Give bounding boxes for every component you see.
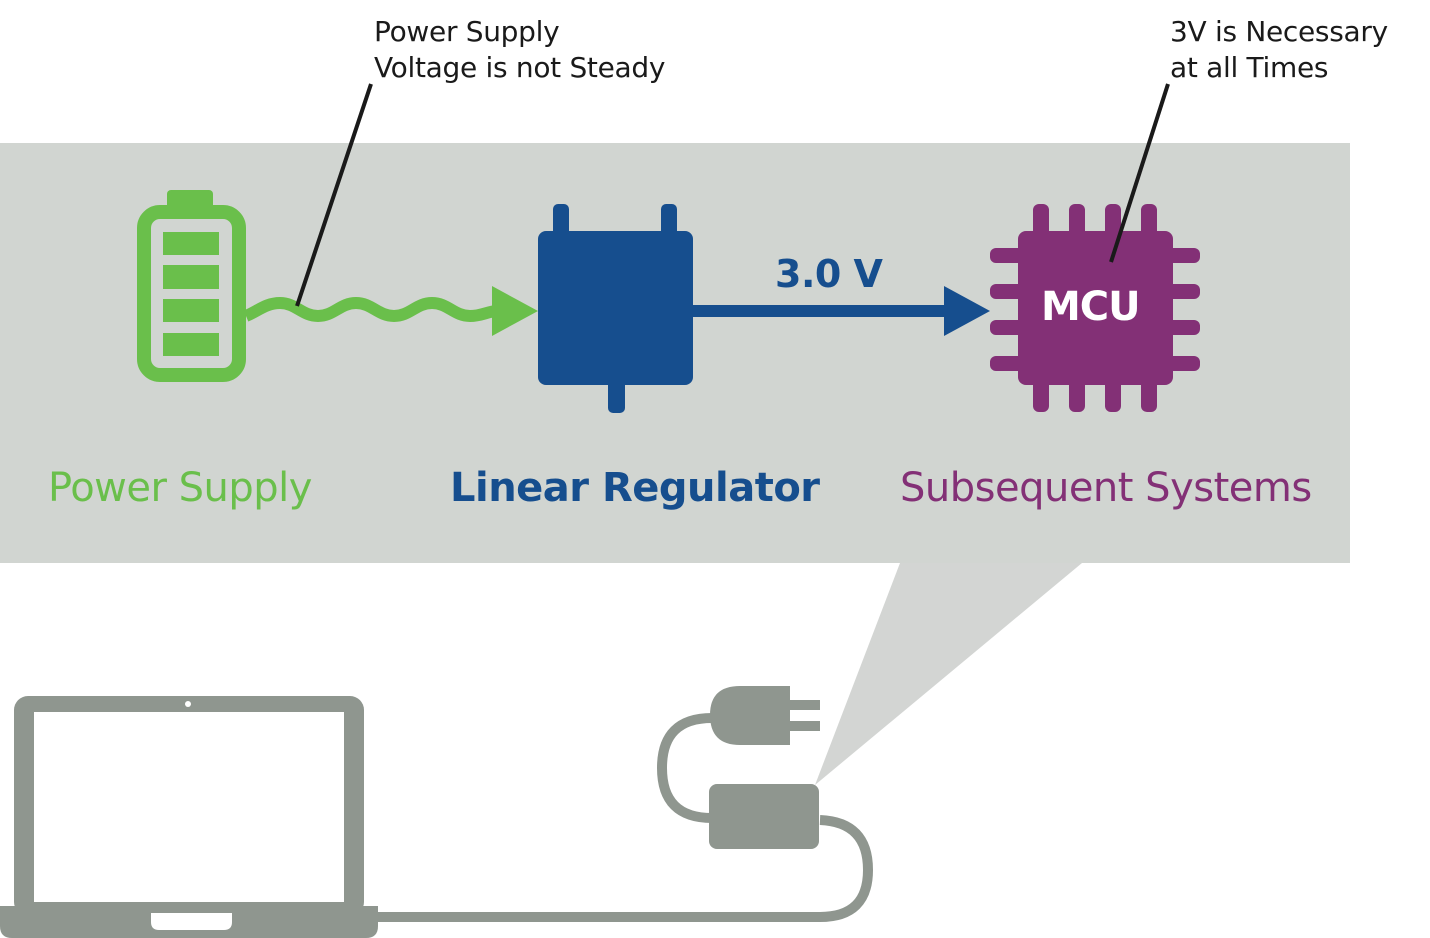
unsteady-voltage-arrow <box>243 286 538 336</box>
power-supply-leader-line <box>295 83 373 307</box>
subsequent-systems-label: Subsequent Systems <box>900 465 1312 511</box>
battery-icon <box>137 190 246 382</box>
callout-wedge <box>815 563 1082 785</box>
regulated-voltage-arrow <box>690 286 990 336</box>
annotation-line: Power Supply <box>374 15 560 48</box>
power-adapter-icon <box>709 784 819 849</box>
regulator-chip-icon <box>538 204 693 413</box>
power-supply-label: Power Supply <box>48 465 312 511</box>
power-cord <box>376 713 874 922</box>
annotation-line: 3V is Necessary <box>1170 15 1388 48</box>
mcu-leader-line <box>1109 83 1170 263</box>
power-supply-annotation: Power Supply Voltage is not Steady <box>374 14 665 86</box>
annotation-line: Voltage is not Steady <box>374 51 666 84</box>
annotation-line: at all Times <box>1170 51 1329 84</box>
mcu-chip-icon <box>990 204 1200 412</box>
mcu-annotation: 3V is Necessary at all Times <box>1170 14 1388 86</box>
voltage-label: 3.0 V <box>775 252 883 296</box>
laptop-icon <box>0 696 378 938</box>
plug-icon <box>710 686 820 745</box>
linear-regulator-label: Linear Regulator <box>450 465 820 511</box>
mcu-chip-label: MCU <box>1041 284 1141 330</box>
